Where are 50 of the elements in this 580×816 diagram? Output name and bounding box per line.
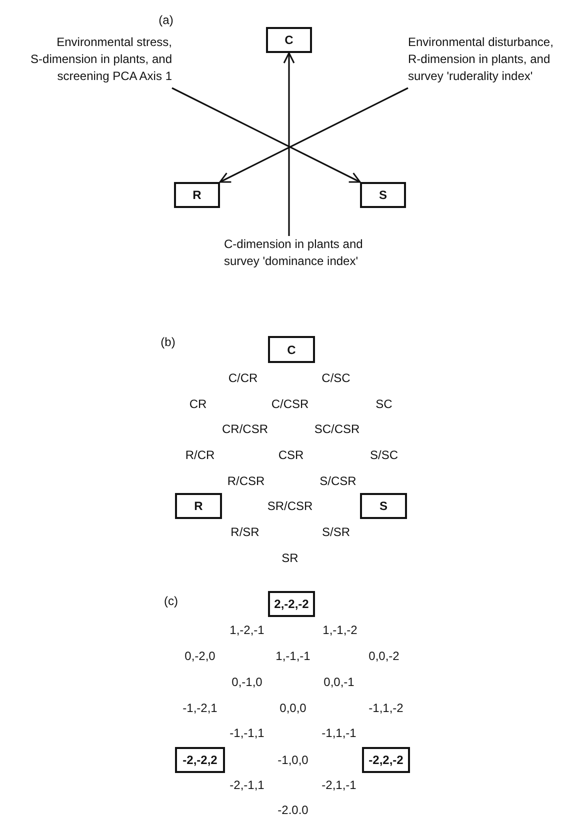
category-label: R/CSR	[227, 474, 265, 488]
arrow	[172, 87, 361, 183]
panel-letter: (a)	[158, 13, 174, 27]
axis-label: Environmental disturbance, R-dimension in plants, and survey 'ruderality index'	[408, 34, 578, 88]
category-label: CR	[189, 397, 207, 411]
category-label: 1,-2,-1	[230, 623, 264, 637]
category-label: SR/CSR	[267, 499, 313, 513]
category-box: 2,-2,-2	[268, 591, 315, 617]
category-box: -2,-2,2	[175, 747, 225, 773]
category-box: S	[360, 493, 407, 519]
category-label: 0,0,0	[280, 701, 306, 715]
category-box: R	[175, 493, 222, 519]
category-box: -2,2,-2	[362, 747, 410, 773]
category-label: 0,-1,0	[232, 675, 262, 689]
category-label: 0,0,-1	[324, 675, 354, 689]
category-label: R/SR	[230, 525, 260, 539]
category-label: SC/CSR	[314, 422, 360, 436]
category-label: CR/CSR	[222, 422, 268, 436]
category-label: -1,1,-2	[368, 701, 404, 715]
category-label: C/CSR	[271, 397, 309, 411]
category-label: -1,-1,1	[230, 726, 264, 740]
category-box: C	[268, 336, 315, 363]
category-label: S/CSR	[320, 474, 356, 488]
category-label: 0,0,-2	[368, 649, 400, 663]
category-label: -1,0,0	[278, 753, 308, 767]
category-label: SC	[376, 397, 392, 411]
arrow	[283, 52, 295, 236]
panel-letter: (b)	[160, 335, 176, 349]
axis-label: Environmental stress, S-dimension in plants, and screening PCA Axis 1	[20, 34, 172, 88]
category-label: CSR	[278, 448, 304, 462]
category-label: S/SR	[322, 525, 350, 539]
category-label: SR	[282, 551, 298, 565]
axis-label: C-dimension in plants and survey 'dominance index'	[224, 236, 384, 276]
category-label: R/CR	[185, 448, 215, 462]
category-label: 0,-2,0	[184, 649, 216, 663]
category-label: S/SC	[370, 448, 398, 462]
panel-letter: (c)	[164, 594, 178, 608]
category-box: S	[360, 182, 406, 208]
category-label: C/SC	[322, 371, 350, 385]
category-box: R	[174, 182, 220, 208]
category-label: -2.0.0	[278, 803, 308, 816]
category-label: -1,1,-1	[322, 726, 356, 740]
category-label: 1,-1,-1	[276, 649, 310, 663]
category-label: 1,-1,-2	[322, 623, 358, 637]
category-label: -2,-1,1	[230, 778, 264, 792]
category-label: -2,1,-1	[322, 778, 356, 792]
category-box: C	[266, 27, 312, 53]
category-label: -1,-2,1	[182, 701, 218, 715]
category-label: C/CR	[228, 371, 258, 385]
arrow	[219, 87, 408, 183]
